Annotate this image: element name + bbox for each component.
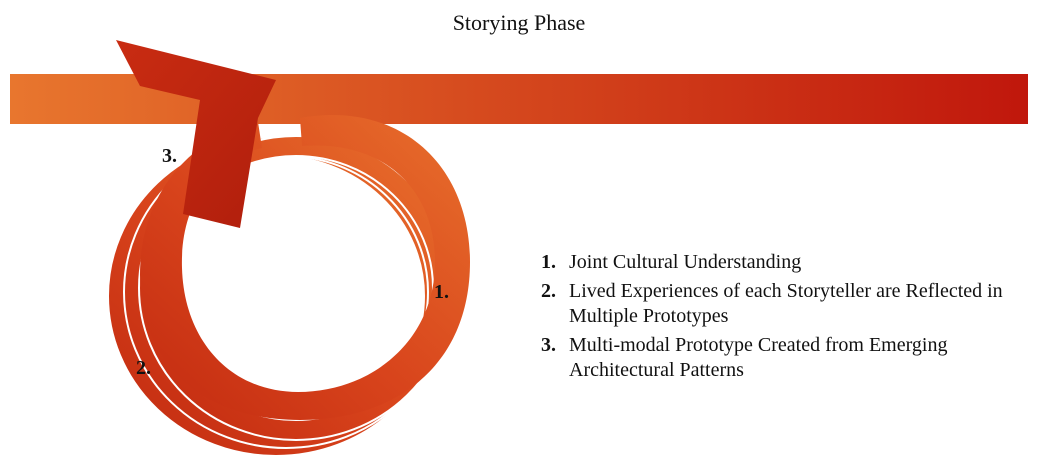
stage3-arrow bbox=[116, 40, 276, 228]
legend-number: 3. bbox=[541, 334, 556, 356]
page-title: Storying Phase bbox=[452, 10, 586, 35]
legend-number: 1. bbox=[541, 251, 556, 273]
stage-marker-1: 1. bbox=[434, 281, 449, 303]
legend-text: Multi-modal Prototype Created from Emerg… bbox=[569, 334, 948, 381]
stage-marker-3: 3. bbox=[162, 145, 177, 167]
legend-text: Lived Experiences of each Storyteller ar… bbox=[569, 280, 1003, 327]
legend-item: 3. Multi-modal Prototype Created from Em… bbox=[541, 333, 1011, 383]
legend-item: 1. Joint Cultural Understanding bbox=[541, 250, 1011, 275]
legend-list: 1. Joint Cultural Understanding 2. Lived… bbox=[541, 250, 1011, 387]
legend-number: 2. bbox=[541, 280, 556, 302]
legend-item: 2. Lived Experiences of each Storyteller… bbox=[541, 279, 1011, 329]
stage-marker-2: 2. bbox=[136, 357, 151, 379]
legend-text: Joint Cultural Understanding bbox=[569, 251, 802, 273]
